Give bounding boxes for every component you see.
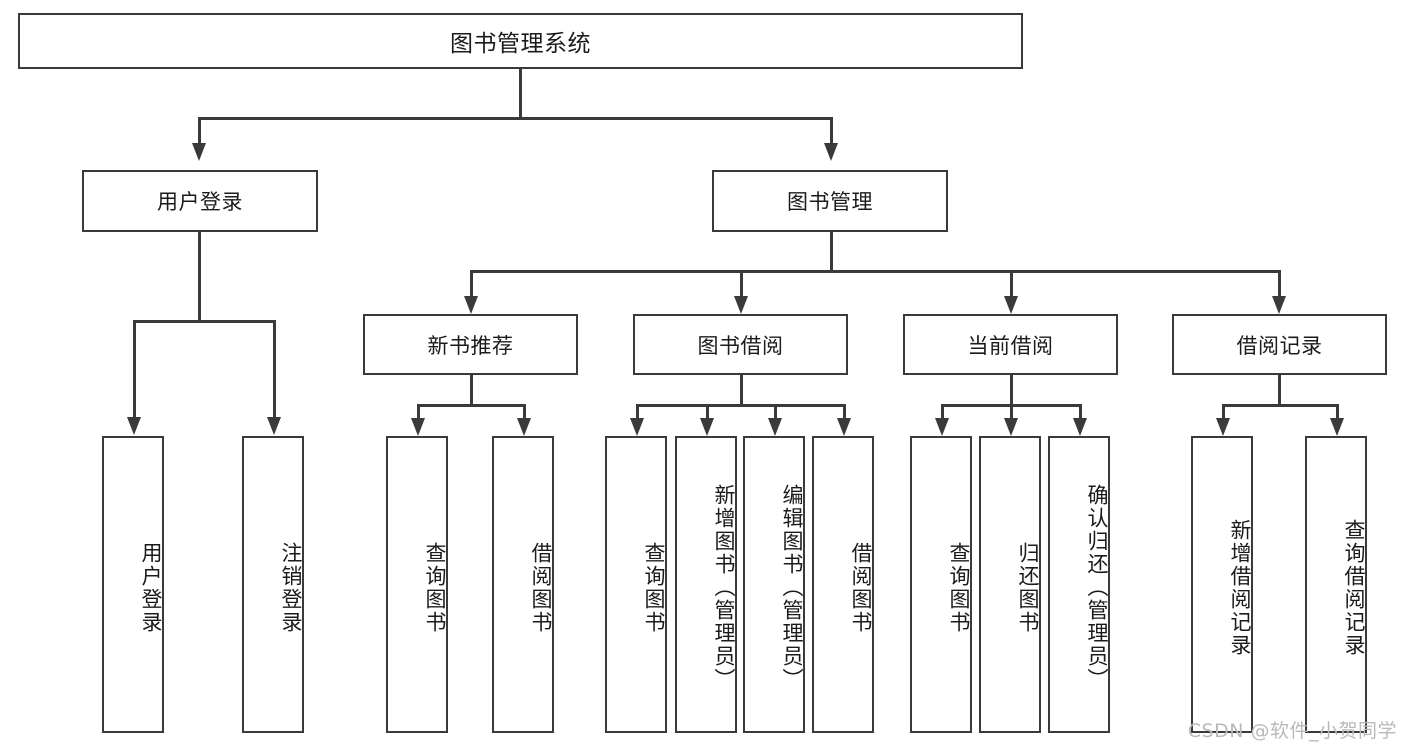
leaf-user-login[interactable]: 用户登录: [102, 436, 164, 733]
connector-userlogin-bus: [133, 320, 276, 323]
connector-root-drop-1: [198, 117, 201, 144]
leaf-query-borrow-record[interactable]: 查询借阅记录: [1305, 436, 1367, 733]
node-label: 查询借阅记录: [1342, 518, 1366, 657]
connector-bookmanage-drop-3: [1010, 270, 1013, 297]
node-label: 查询图书: [947, 541, 971, 634]
connector-bookmanage-bus: [470, 270, 1280, 273]
connector-currentborrow-drop-1: [941, 404, 944, 419]
connector-bookborrow-drop-1: [636, 404, 639, 419]
leaf-add-book-admin[interactable]: 新增图书（管理员）: [675, 436, 737, 733]
arrow-bookborrow-leaf-1: [630, 418, 644, 436]
connector-borrowrecord-stem: [1278, 375, 1281, 406]
connector-userlogin-stem: [198, 232, 201, 322]
leaf-return-book[interactable]: 归还图书: [979, 436, 1041, 733]
connector-newbook-drop-2: [523, 404, 526, 419]
leaf-borrow-book[interactable]: 借阅图书: [812, 436, 874, 733]
node-label: 图书借阅: [697, 333, 784, 358]
node-label: 当前借阅: [967, 333, 1054, 358]
arrow-root-to-user-login: [192, 143, 206, 161]
node-label: 用户登录: [157, 190, 243, 214]
arrow-userlogin-leaf-2: [267, 417, 281, 435]
leaf-edit-book-admin[interactable]: 编辑图书（管理员）: [743, 436, 805, 733]
connector-userlogin-drop-1: [133, 320, 136, 418]
node-label: 编辑图书（管理员）: [780, 484, 804, 691]
arrow-userlogin-leaf-1: [127, 417, 141, 435]
node-label: 用户登录: [139, 541, 163, 634]
node-label: 图书管理: [787, 190, 873, 214]
connector-root-bus: [198, 117, 832, 120]
connector-borrowrecord-drop-2: [1336, 404, 1339, 419]
node-label: 查询图书: [423, 541, 447, 634]
connector-currentborrow-drop-3: [1079, 404, 1082, 419]
arrow-bookborrow-leaf-3: [768, 418, 782, 436]
connector-currentborrow-drop-2: [1010, 404, 1013, 419]
node-book-borrow[interactable]: 图书借阅: [633, 314, 848, 375]
leaf-query-book-recommend[interactable]: 查询图书: [386, 436, 448, 733]
node-label: 借阅图书: [849, 541, 873, 634]
connector-currentborrow-stem: [1010, 375, 1013, 406]
leaf-logout[interactable]: 注销登录: [242, 436, 304, 733]
connector-userlogin-drop-2: [273, 320, 276, 418]
node-label: 确认归还（管理员）: [1085, 484, 1109, 691]
connector-root-stem: [519, 69, 522, 119]
node-user-login[interactable]: 用户登录: [82, 170, 318, 232]
arrow-bookborrow-leaf-4: [837, 418, 851, 436]
arrow-borrowrecord-leaf-1: [1216, 418, 1230, 436]
arrow-root-to-book-manage: [824, 143, 838, 161]
arrow-bookmanage-to-borrow: [734, 296, 748, 314]
node-current-borrow[interactable]: 当前借阅: [903, 314, 1118, 375]
arrow-borrowrecord-leaf-2: [1330, 418, 1344, 436]
connector-newbook-bus: [417, 404, 523, 407]
arrow-newbook-leaf-2: [517, 418, 531, 436]
connector-bookborrow-drop-2: [706, 404, 709, 419]
connector-root-drop-2: [830, 117, 833, 144]
node-label: 图书管理系统: [450, 31, 591, 57]
arrow-currentborrow-leaf-2: [1004, 418, 1018, 436]
leaf-query-book-borrow[interactable]: 查询图书: [605, 436, 667, 733]
node-label: 新书推荐: [427, 333, 514, 358]
connector-bookborrow-drop-3: [774, 404, 777, 419]
node-root-system[interactable]: 图书管理系统: [18, 13, 1023, 69]
arrow-bookmanage-to-record: [1272, 296, 1286, 314]
connector-bookmanage-stem: [830, 232, 833, 272]
connector-borrowrecord-bus: [1222, 404, 1336, 407]
leaf-add-borrow-record[interactable]: 新增借阅记录: [1191, 436, 1253, 733]
arrow-bookborrow-leaf-2: [700, 418, 714, 436]
node-label: 归还图书: [1016, 541, 1040, 634]
leaf-query-book-current[interactable]: 查询图书: [910, 436, 972, 733]
node-label: 新增借阅记录: [1228, 518, 1252, 657]
connector-newbook-drop-1: [417, 404, 420, 419]
connector-bookmanage-drop-1: [470, 270, 473, 297]
leaf-borrow-book-recommend[interactable]: 借阅图书: [492, 436, 554, 733]
connector-newbook-stem: [470, 375, 473, 406]
node-label: 新增图书（管理员）: [712, 484, 736, 691]
arrow-bookmanage-to-new-book: [464, 296, 478, 314]
arrow-currentborrow-leaf-3: [1073, 418, 1087, 436]
connector-bookmanage-drop-2: [740, 270, 743, 297]
leaf-confirm-return-admin[interactable]: 确认归还（管理员）: [1048, 436, 1110, 733]
node-label: 借阅图书: [529, 541, 553, 634]
arrow-newbook-leaf-1: [411, 418, 425, 436]
arrow-currentborrow-leaf-1: [935, 418, 949, 436]
node-book-manage[interactable]: 图书管理: [712, 170, 948, 232]
connector-bookborrow-stem: [740, 375, 743, 406]
node-borrow-record[interactable]: 借阅记录: [1172, 314, 1387, 375]
arrow-bookmanage-to-current: [1004, 296, 1018, 314]
node-label: 注销登录: [279, 541, 303, 634]
node-new-book-recommend[interactable]: 新书推荐: [363, 314, 578, 375]
connector-bookborrow-bus: [636, 404, 844, 407]
connector-borrowrecord-drop-1: [1222, 404, 1225, 419]
connector-bookmanage-drop-4: [1278, 270, 1281, 297]
node-label: 借阅记录: [1236, 333, 1323, 358]
connector-bookborrow-drop-4: [843, 404, 846, 419]
node-label: 查询图书: [642, 541, 666, 634]
